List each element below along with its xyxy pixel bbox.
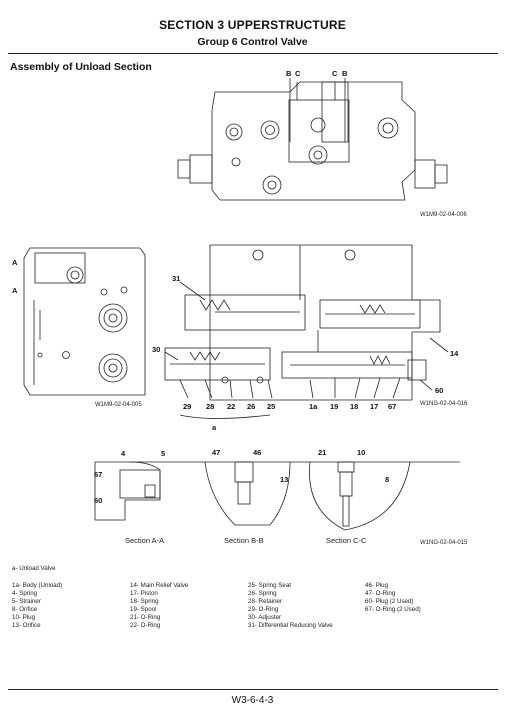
legend-col-3: 25- Spring Seat 26- Spring 28- Retainer … xyxy=(248,582,333,630)
callout-17: 17 xyxy=(370,402,379,411)
callout-25: 25 xyxy=(267,402,276,411)
callout-10: 10 xyxy=(357,448,366,457)
legend-item: 13- Orifice xyxy=(12,622,41,629)
callout-5: 5 xyxy=(161,449,166,458)
figure-id-1: W1M9-02-04-006 xyxy=(420,212,467,218)
legend-item: 60- Plug (2 Used) xyxy=(365,598,414,605)
callout-31: 31 xyxy=(172,274,181,283)
callout-13: 13 xyxy=(280,475,289,484)
legend-item: 31- Differential Reducing Valve xyxy=(248,622,333,629)
callout-67: 67 xyxy=(388,402,397,411)
callout-18: 18 xyxy=(350,402,359,411)
footer-divider xyxy=(8,689,498,690)
legend-item: 47- O-Ring xyxy=(365,590,396,597)
callout-b-left: B xyxy=(286,69,292,78)
callout-21: 21 xyxy=(318,448,327,457)
legend-item: 19- Spool xyxy=(130,606,157,613)
callout-14: 14 xyxy=(450,349,459,358)
legend-header: a- Unload Valve xyxy=(12,565,56,572)
legend-col-2: 14- Main Relief Valve 17- Piston 18- Spr… xyxy=(130,582,188,630)
legend-item: 29- O-Ring xyxy=(248,606,279,613)
legend-item: 28- Retainer xyxy=(248,598,283,605)
callout-28: 28 xyxy=(206,402,215,411)
callout-c-right: C xyxy=(332,69,338,78)
legend-col-1: 1a- Body (Unload) 4- Spring 5- Strainer … xyxy=(12,582,62,630)
legend-item: 17- Piston xyxy=(130,590,158,597)
legend-item: 8- Orifice xyxy=(12,606,38,613)
top-view-drawing xyxy=(177,78,448,201)
callout-30: 30 xyxy=(152,345,161,354)
callout-a: a xyxy=(212,423,217,432)
legend-item: 21- O-Ring xyxy=(130,614,161,621)
callout-a-upper: A xyxy=(12,258,18,267)
callout-29: 29 xyxy=(183,402,192,411)
section-title: SECTION 3 UPPERSTRUCTURE xyxy=(159,18,346,32)
legend-item: 18- Spring xyxy=(130,598,159,605)
callout-47: 47 xyxy=(212,448,221,457)
callout-60: 60 xyxy=(435,386,444,395)
callout-60-a: 60 xyxy=(94,496,103,505)
callout-b-right: B xyxy=(342,69,348,78)
header-divider xyxy=(8,53,498,54)
caption-section-a: Section A-A xyxy=(125,536,165,545)
group-title: Group 6 Control Valve xyxy=(197,36,308,48)
legend-item: 1a- Body (Unload) xyxy=(12,582,63,589)
legend-item: 67- O-Ring (2 Used) xyxy=(365,606,421,613)
page-heading: Assembly of Unload Section xyxy=(10,61,152,73)
legend-item: 26- Spring xyxy=(248,590,277,597)
callout-8: 8 xyxy=(385,475,390,484)
caption-section-b: Section B-B xyxy=(224,536,264,545)
legend-item: 4- Spring xyxy=(12,590,38,597)
legend-item: 25- Spring Seat xyxy=(248,582,291,589)
callout-4: 4 xyxy=(121,449,126,458)
callout-1a: 1a xyxy=(309,402,318,411)
legend-item: 46- Plug xyxy=(365,582,389,589)
side-view-drawing xyxy=(23,247,146,396)
legend-item: 30- Adjuster xyxy=(248,614,282,621)
figure-id-4: W1NG-02-04-015 xyxy=(420,540,468,546)
callout-a-lower: A xyxy=(12,286,18,295)
page-number: W3-6-4-3 xyxy=(231,695,274,706)
legend-item: 14- Main Relief Valve xyxy=(130,582,189,589)
main-section-drawing xyxy=(164,244,449,419)
figure-id-3: W1NG-02-04-016 xyxy=(420,401,468,407)
legend-item: 10- Plug xyxy=(12,614,36,621)
callout-46: 46 xyxy=(253,448,262,457)
callout-19: 19 xyxy=(330,402,339,411)
legend-col-4: 46- Plug 47- O-Ring 60- Plug (2 Used) 67… xyxy=(365,582,421,614)
caption-section-c: Section C-C xyxy=(326,536,367,545)
legend-item: 22- O-Ring xyxy=(130,622,161,629)
callout-26: 26 xyxy=(247,402,256,411)
callout-67-a: 67 xyxy=(94,470,103,479)
section-views-drawing xyxy=(94,461,460,531)
callout-c-left: C xyxy=(295,69,301,78)
figure-id-2: W1M9-02-04-005 xyxy=(95,402,142,408)
callout-22: 22 xyxy=(227,402,236,411)
legend-item: 5- Strainer xyxy=(12,598,41,605)
